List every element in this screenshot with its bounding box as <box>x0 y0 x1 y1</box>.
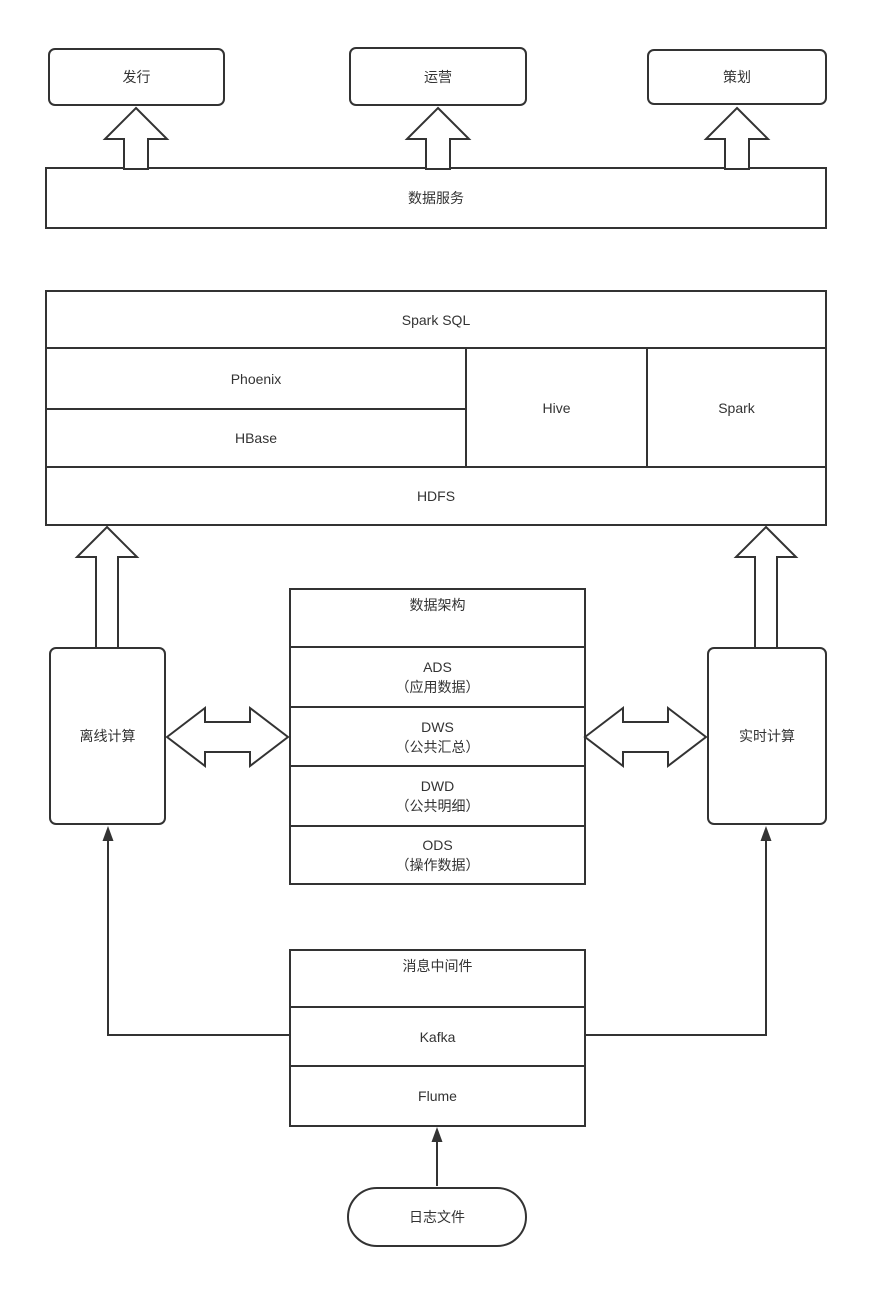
divider-hive-left <box>465 347 467 468</box>
divider-spark-left <box>646 347 648 468</box>
node-operations-label: 运营 <box>424 68 452 85</box>
divider-arch-1 <box>291 646 584 648</box>
line-kafka-to-realtime <box>586 833 767 1036</box>
node-planning: 策划 <box>647 49 827 105</box>
node-phoenix: Phoenix <box>47 349 465 408</box>
node-kafka-label: Kafka <box>419 1028 456 1045</box>
divider-phoenix-hbase <box>47 408 467 410</box>
layer-dwd: DWD （公共明细） <box>291 767 584 825</box>
layer-dwd-code: DWD <box>420 778 455 794</box>
layer-dws: DWS （公共汇总） <box>291 708 584 765</box>
divider-sparksql-bottom <box>47 347 825 349</box>
divider-arch-4 <box>291 825 584 827</box>
storage-layer-group: Spark SQL Phoenix HBase Hive Spark HDFS <box>45 290 827 526</box>
divider-arch-3 <box>291 765 584 767</box>
node-log-file-label: 日志文件 <box>409 1209 465 1225</box>
middleware-title-cell: 消息中间件 <box>291 951 584 1011</box>
arrowhead-kafka-to-realtime <box>760 826 772 841</box>
node-hdfs-label: HDFS <box>416 488 456 504</box>
node-publishing-label: 发行 <box>122 69 151 85</box>
arrow-dataservice-to-publishing <box>102 106 170 170</box>
data-architecture-title-cell: 数据架构 <box>291 590 584 651</box>
middleware-group: 消息中间件 Kafka Flume <box>289 949 586 1127</box>
node-offline-computing: 离线计算 <box>49 647 166 825</box>
node-flume-label: Flume <box>418 1088 457 1104</box>
node-spark-sql: Spark SQL <box>47 292 825 347</box>
divider-hdfs-top <box>47 466 825 468</box>
node-hive-label: Hive <box>542 399 571 416</box>
layer-ods-code: ODS <box>422 837 453 853</box>
layer-dws-code: DWS <box>421 718 454 735</box>
arrow-offline-architecture-bidirectional <box>165 705 290 769</box>
arrow-dataservice-to-planning <box>703 106 771 170</box>
layer-ads-desc: （应用数据） <box>395 679 480 695</box>
node-hdfs: HDFS <box>47 468 825 524</box>
node-log-file: 日志文件 <box>347 1187 527 1247</box>
layer-dws-desc: （公共汇总） <box>395 738 480 755</box>
layer-dwd-desc: （公共明细） <box>395 798 480 814</box>
arrow-architecture-realtime-bidirectional <box>583 705 708 769</box>
divider-mw-2 <box>291 1065 584 1067</box>
layer-ods: ODS （操作数据） <box>291 827 584 883</box>
node-data-service: 数据服务 <box>45 167 827 229</box>
node-offline-computing-label: 离线计算 <box>79 728 136 744</box>
node-hbase: HBase <box>47 410 465 466</box>
node-publishing: 发行 <box>48 48 225 106</box>
layer-ads-code: ADS <box>423 659 452 675</box>
node-data-service-label: 数据服务 <box>408 190 464 206</box>
arrow-dataservice-to-operations <box>404 106 472 170</box>
divider-arch-2 <box>291 706 584 708</box>
node-spark-label: Spark <box>718 399 755 416</box>
line-kafka-to-offline <box>107 833 289 1036</box>
node-realtime-computing-label: 实时计算 <box>739 728 795 744</box>
arrow-realtime-to-hdfs <box>733 525 799 649</box>
node-kafka: Kafka <box>291 1008 584 1065</box>
divider-mw-1 <box>291 1006 584 1008</box>
node-flume: Flume <box>291 1067 584 1125</box>
middleware-title: 消息中间件 <box>402 958 473 974</box>
node-planning-label: 策划 <box>723 69 751 85</box>
arrowhead-logfile-to-flume <box>431 1127 443 1142</box>
node-realtime-computing: 实时计算 <box>707 647 827 825</box>
node-phoenix-label: Phoenix <box>230 370 282 387</box>
arrowhead-kafka-to-offline <box>102 826 114 841</box>
node-hbase-label: HBase <box>234 430 278 446</box>
node-operations: 运营 <box>349 47 527 106</box>
data-architecture-group: 数据架构 ADS （应用数据） DWS （公共汇总） DWD （公共明细） OD… <box>289 588 586 885</box>
arrow-offline-to-hdfs <box>74 525 140 649</box>
layer-ods-desc: （操作数据） <box>395 857 480 873</box>
data-architecture-title: 数据架构 <box>409 597 466 613</box>
node-hive: Hive <box>467 349 646 466</box>
node-spark-sql-label: Spark SQL <box>401 311 471 328</box>
layer-ads: ADS （应用数据） <box>291 648 584 706</box>
node-spark: Spark <box>648 349 825 466</box>
